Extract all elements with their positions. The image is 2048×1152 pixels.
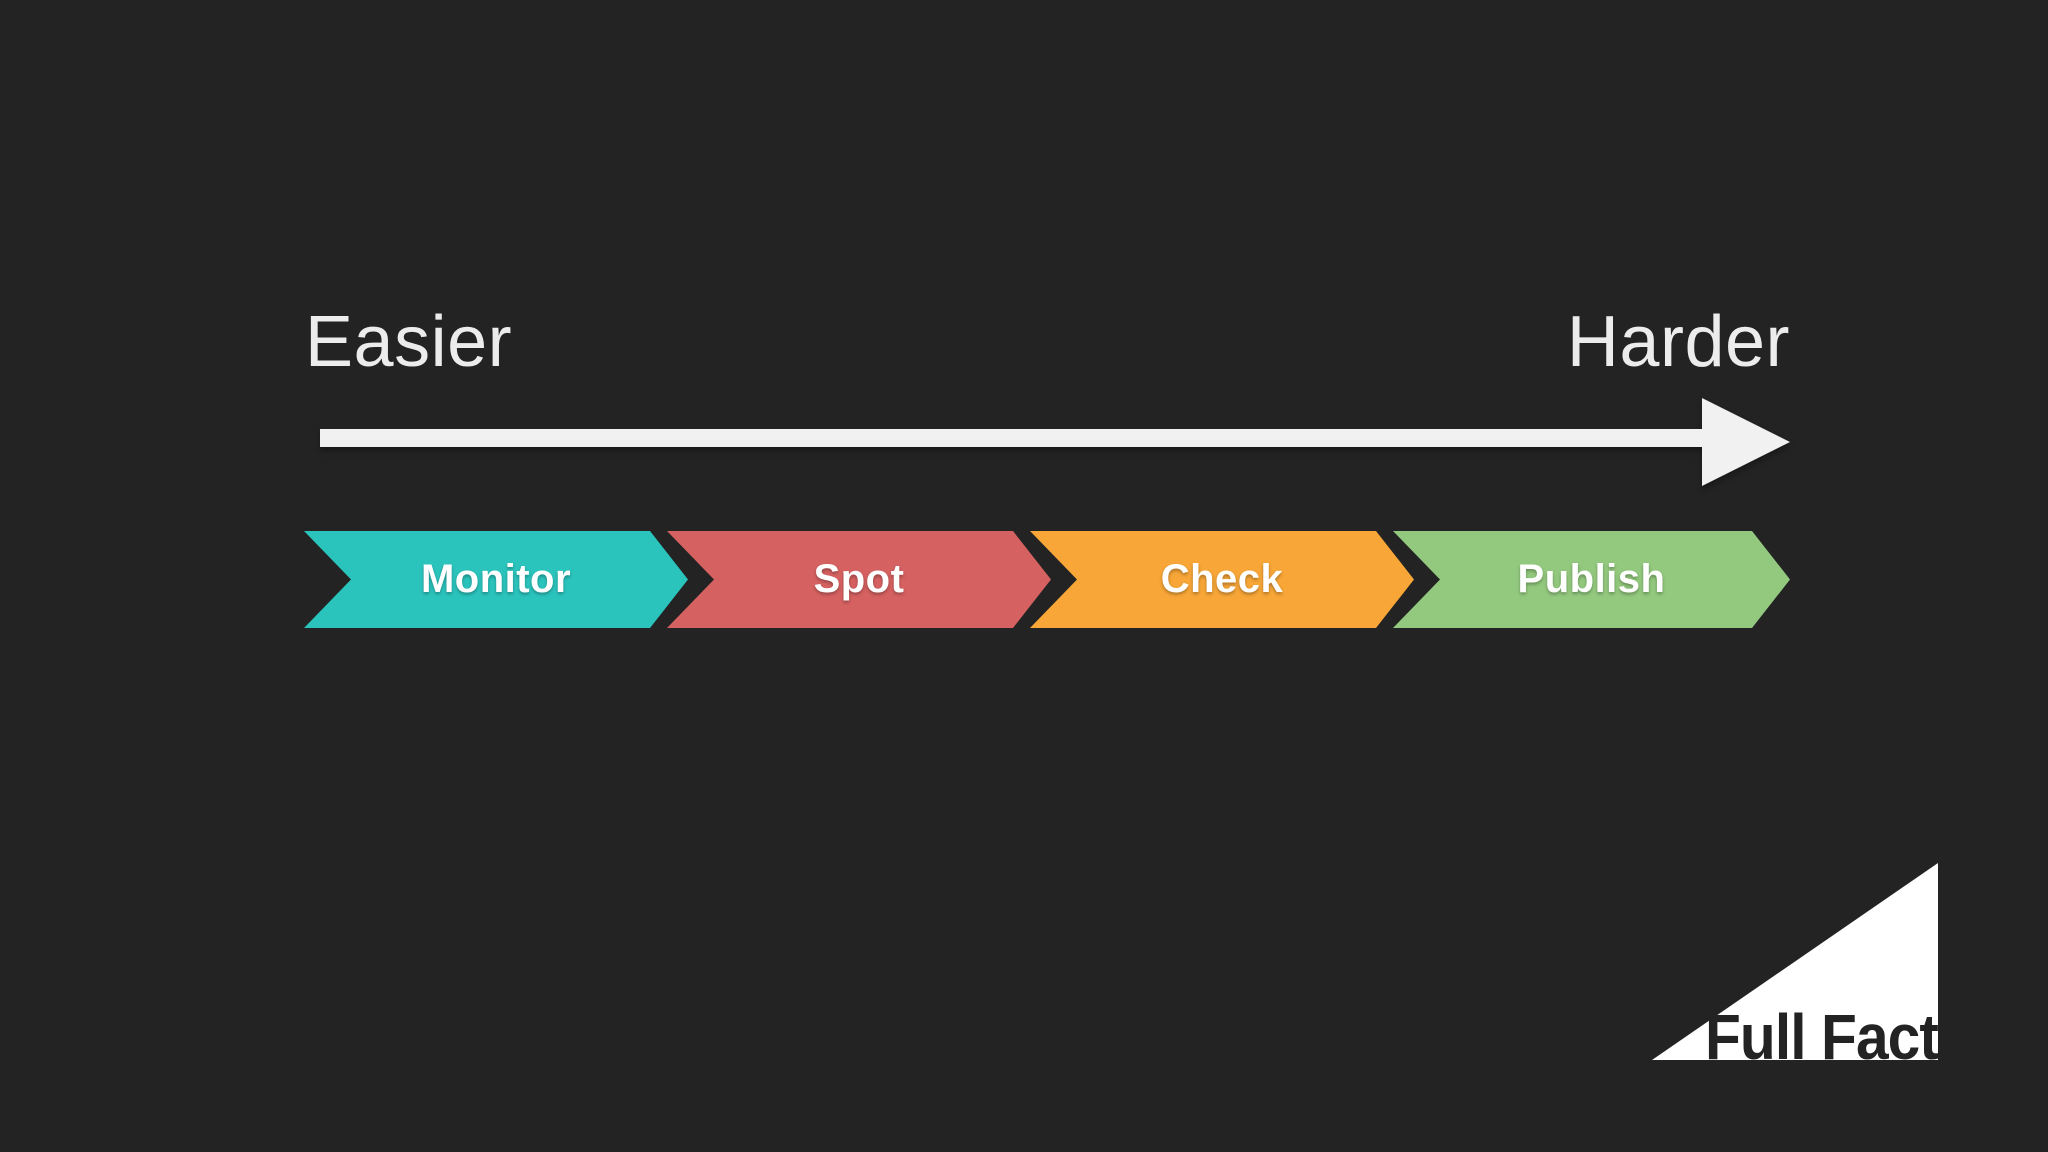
chevron-step-monitor: Monitor: [304, 531, 688, 628]
step-label: Check: [1160, 557, 1284, 601]
chevron-step-spot: Spot: [667, 531, 1051, 628]
arrow-head: [1702, 398, 1790, 486]
step-label: Monitor: [420, 557, 572, 601]
step-label: Spot: [813, 557, 905, 601]
chevron-step-publish: Publish: [1393, 531, 1790, 628]
difficulty-arrow-icon: [320, 398, 1790, 486]
step-label: Publish: [1517, 557, 1666, 601]
process-chevron-band: Monitor Spot Check Publish: [304, 531, 1790, 628]
harder-label: Harder: [1566, 302, 1790, 382]
arrow-shaft: [320, 429, 1706, 447]
chevron-step-check: Check: [1030, 531, 1414, 628]
logo-text: Full Fact: [1705, 1001, 1939, 1065]
logo-triangle-icon: [1652, 863, 1938, 1060]
full-fact-logo: Full Fact: [1650, 860, 1940, 1065]
easier-label: Easier: [305, 302, 513, 382]
